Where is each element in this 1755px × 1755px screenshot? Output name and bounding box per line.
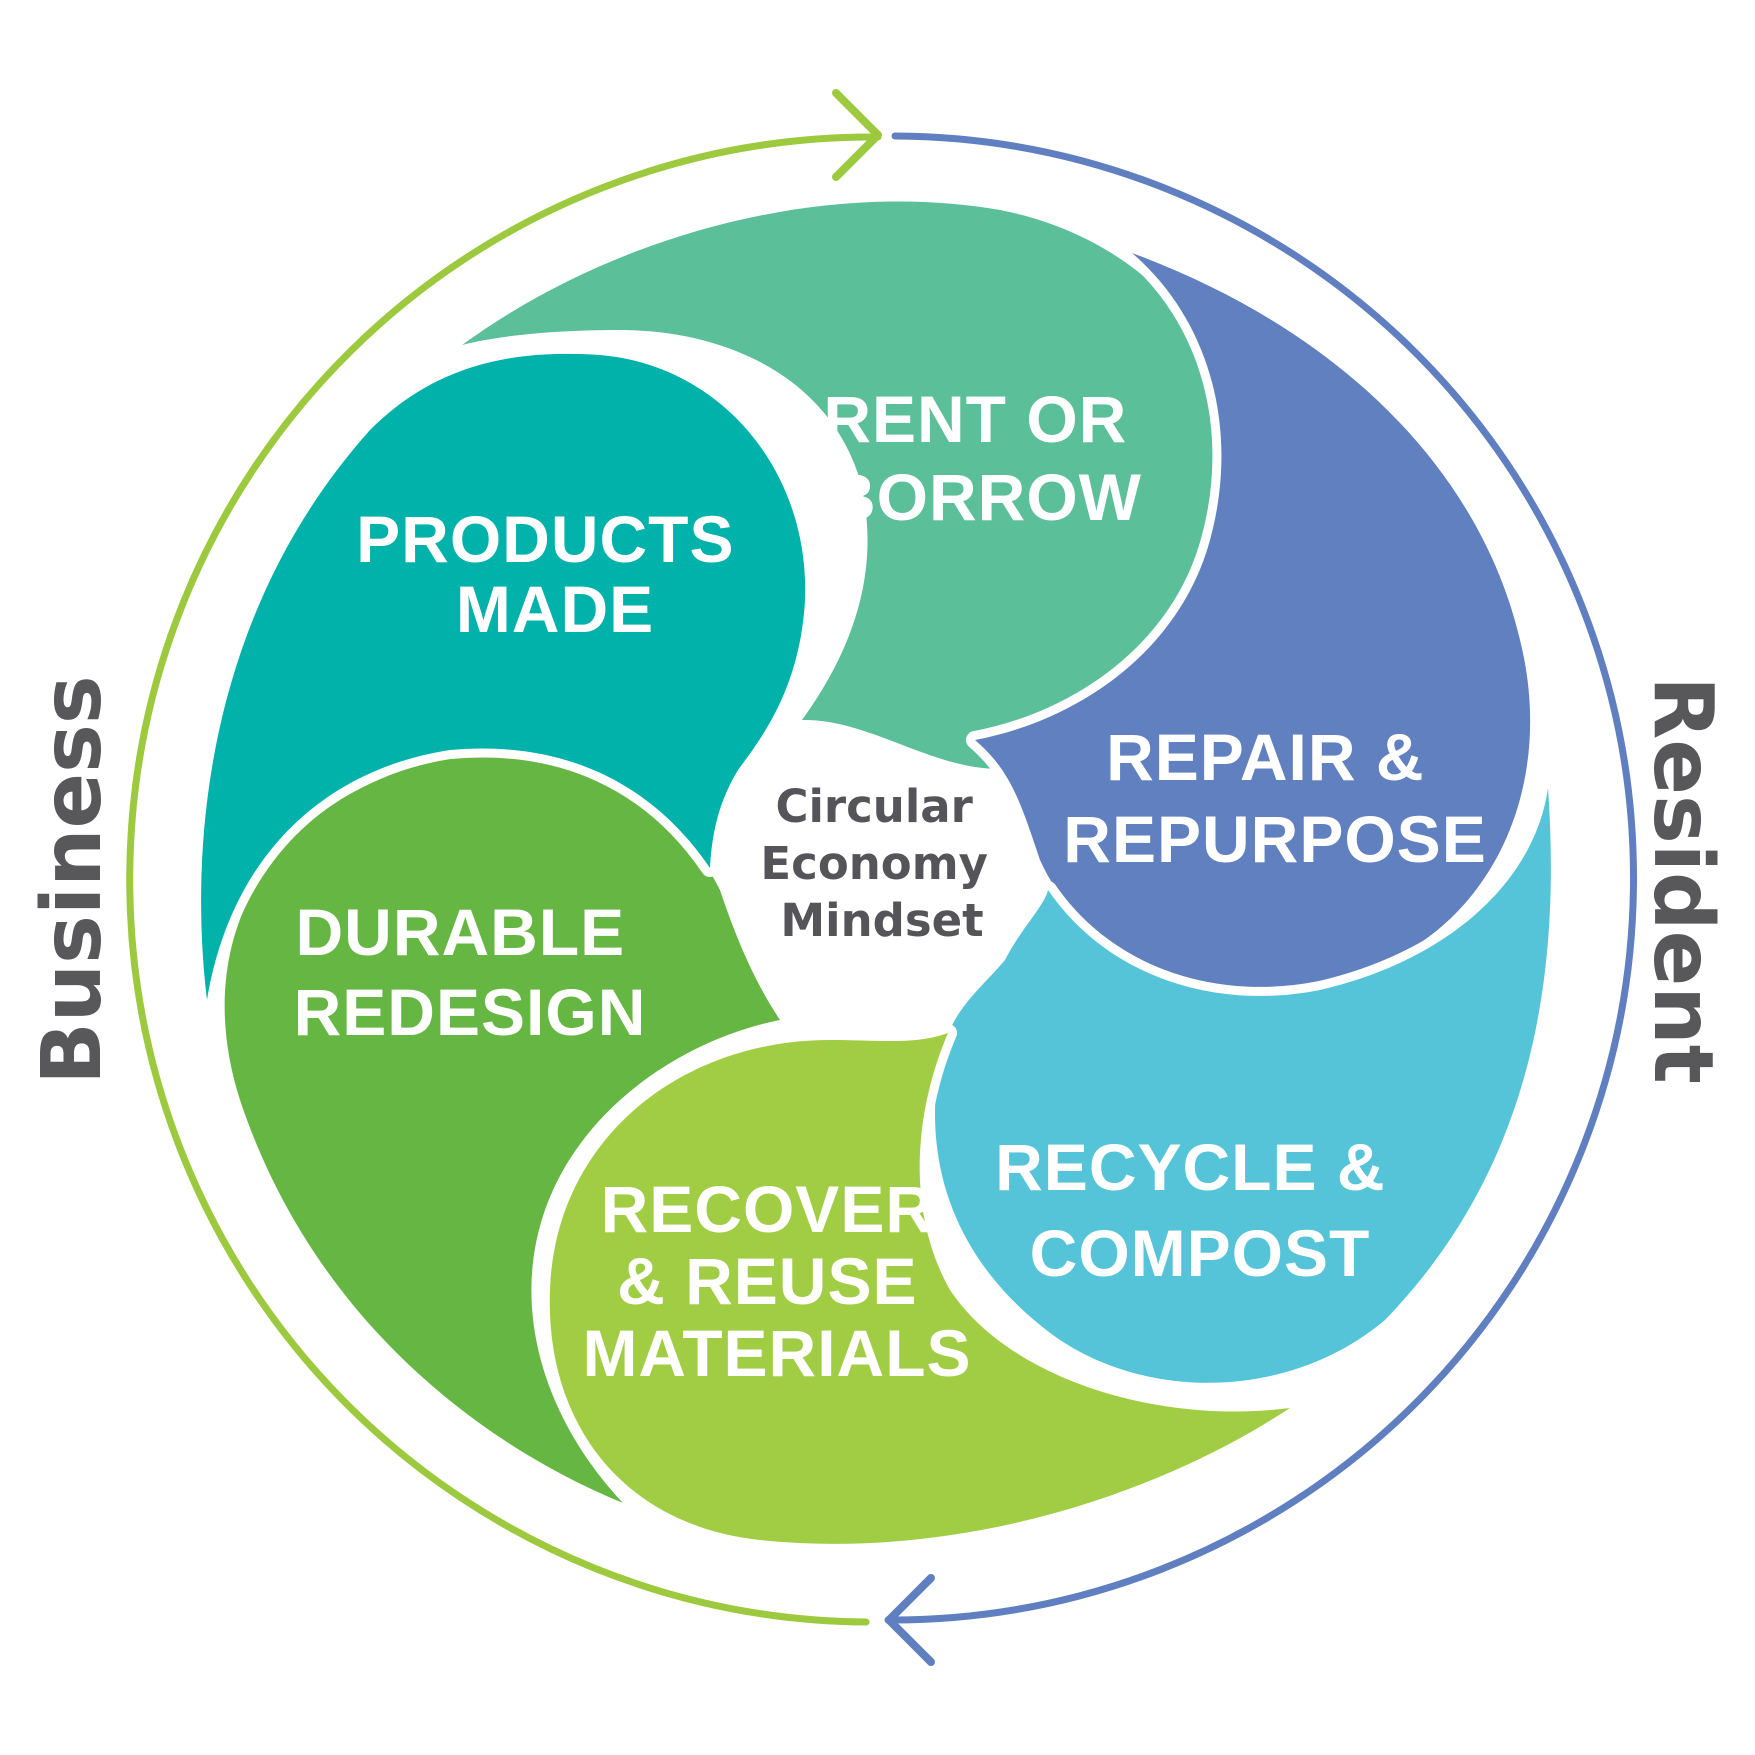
business-arc-line <box>125 133 882 1626</box>
label-products-made: PRODUCTS MADE <box>356 502 754 646</box>
petal-products-made[interactable] <box>192 344 815 1009</box>
petal-rent-or-borrow[interactable] <box>453 192 1263 778</box>
petal-labels: PRODUCTS MADE RENT OR BORROW REPAIR & RE… <box>294 382 1486 1390</box>
petal-recover-reuse[interactable] <box>540 1024 1299 1553</box>
resident-arc-line <box>884 132 1637 1624</box>
label-recycle-compost: RECYCLE & COMPOST <box>995 1130 1405 1290</box>
business-label: Business <box>25 675 120 1084</box>
resident-label: Resident <box>1635 676 1730 1084</box>
petals <box>192 192 1560 1553</box>
label-durable-redesign: DURABLE REDESIGN <box>294 895 647 1049</box>
center-title: Circular Economy Mindset <box>760 780 1003 947</box>
business-arc <box>125 89 882 1626</box>
arrowhead-left-icon <box>885 1574 935 1666</box>
label-rent-or-borrow: RENT OR BORROW <box>823 382 1146 534</box>
resident-arc <box>884 132 1637 1666</box>
arrowhead-right-icon <box>832 89 882 181</box>
label-recover-reuse: RECOVER & REUSE MATERIALS <box>582 1172 971 1390</box>
label-repair-repurpose: REPAIR & REPURPOSE <box>1063 720 1486 876</box>
